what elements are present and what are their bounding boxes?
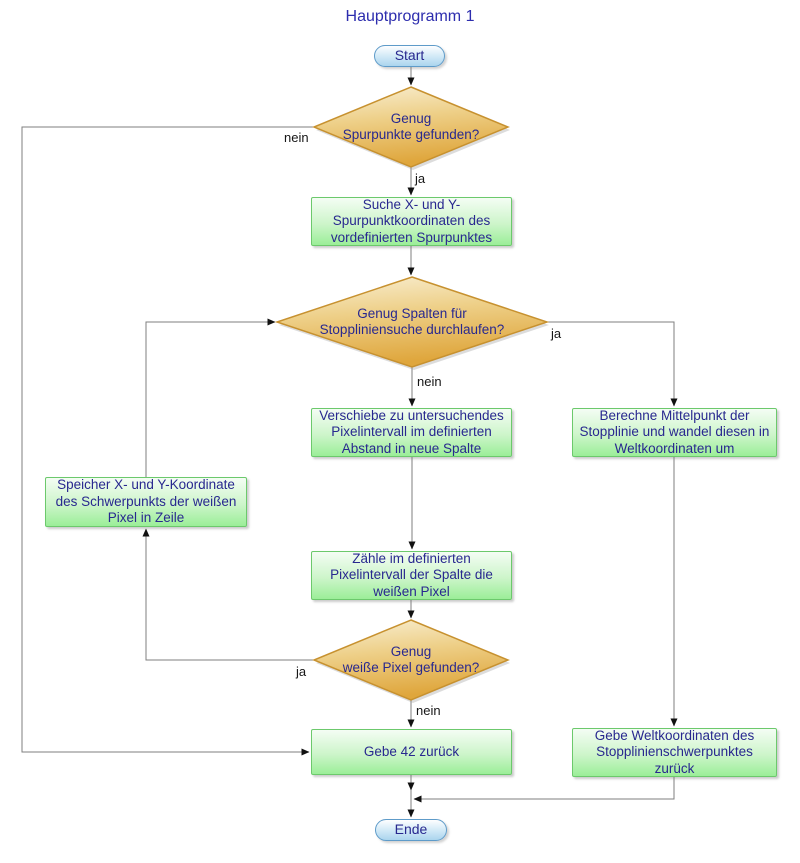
- ende-label: Ende: [394, 821, 428, 838]
- process-line: Speicher X- und Y-Koordinate: [57, 477, 235, 493]
- decision-pixel-text: Genug weiße Pixel gefunden?: [314, 630, 508, 690]
- decision-spurpunkte-shape: [312, 86, 510, 168]
- ende-terminal: Ende: [375, 819, 447, 841]
- edge-label-d1-ja: ja: [415, 171, 426, 186]
- process-speicher-koordinate: Speicher X- und Y-Koordinate des Schwerp…: [45, 477, 247, 527]
- edge-label-d2-nein: nein: [417, 374, 442, 389]
- edge-label-d3-nein: nein: [416, 703, 441, 718]
- process-line: Pixelintervall im definierten: [331, 424, 492, 440]
- start-terminal: Start: [374, 45, 445, 67]
- process-line: weißen Pixel: [373, 583, 450, 599]
- decision-spalten-text: Genug Spalten für Stoppliniensuche durch…: [277, 292, 547, 352]
- process-suche-spurpunktkoordinaten: Suche X- und Y- Spurpunktkoordinaten des…: [311, 197, 512, 246]
- process-gebe-42-zurueck: Gebe 42 zurück: [311, 729, 512, 775]
- process-gebe-weltkoordinaten: Gebe Weltkoordinaten des Stopplinienschw…: [572, 728, 777, 777]
- decision-pixel-shape: [312, 619, 510, 701]
- process-berechne-mittelpunkt: Berechne Mittelpunkt der Stopplinie und …: [572, 408, 777, 457]
- process-line: Abstand in neue Spalte: [341, 440, 482, 456]
- start-label: Start: [394, 47, 425, 64]
- process-line: Pixelintervall der Spalte die: [330, 567, 493, 583]
- process-line: vordefinierten Spurpunktes: [330, 229, 493, 245]
- process-line: Spurpunktkoordinaten des: [332, 213, 491, 229]
- process-line: Zähle im definierten: [352, 550, 471, 566]
- process-line: Suche X- und Y-: [362, 196, 461, 212]
- process-line: Gebe 42 zurück: [363, 743, 460, 759]
- edge-gebewelt-to-junction: [413, 777, 675, 803]
- edge-d2-ja-to-berechne: [547, 321, 678, 407]
- decision-line: Genug: [390, 110, 432, 126]
- edge-d1-nein-loop-to-gebe42: [21, 126, 314, 756]
- edge-label-d2-ja: ja: [551, 326, 562, 341]
- decision-line: Genug: [390, 643, 432, 659]
- decision-line: weiße Pixel gefunden?: [342, 660, 480, 675]
- process-verschiebe-pixelintervall: Verschiebe zu untersuchendes Pixelinterv…: [311, 408, 512, 457]
- edge-label-d3-ja: ja: [296, 664, 307, 679]
- process-line: Weltkoordinaten um: [614, 440, 735, 456]
- process-line: Stopplinie und wandel diesen in: [579, 424, 770, 440]
- process-line: Verschiebe zu untersuchendes: [319, 407, 504, 423]
- process-line: Stopplinienschwerpunktes: [596, 744, 753, 760]
- edge-d3-ja-to-speicher: [142, 528, 314, 661]
- process-line: Pixel in Zeile: [107, 510, 185, 526]
- decision-line: Spurpunkte gefunden?: [342, 127, 480, 142]
- decision-spalten-shape: [274, 276, 550, 368]
- process-line: zurück: [654, 760, 695, 776]
- process-zaehle-pixel: Zähle im definierten Pixelintervall der …: [311, 551, 512, 600]
- decision-spurpunkte-text: Genug Spurpunkte gefunden?: [314, 97, 508, 157]
- process-line: des Schwerpunkts der weißen: [55, 493, 237, 509]
- decision-line: Stoppliniensuche durchlaufen?: [319, 322, 505, 337]
- process-line: Berechne Mittelpunkt der: [599, 407, 750, 423]
- edge-speicher-to-d2: [145, 318, 276, 477]
- process-line: Gebe Weltkoordinaten des: [594, 727, 755, 743]
- edge-label-d1-nein: nein: [284, 130, 309, 145]
- diagram-title: Hauptprogramm 1: [345, 8, 475, 25]
- decision-line: Genug Spalten für: [357, 305, 467, 321]
